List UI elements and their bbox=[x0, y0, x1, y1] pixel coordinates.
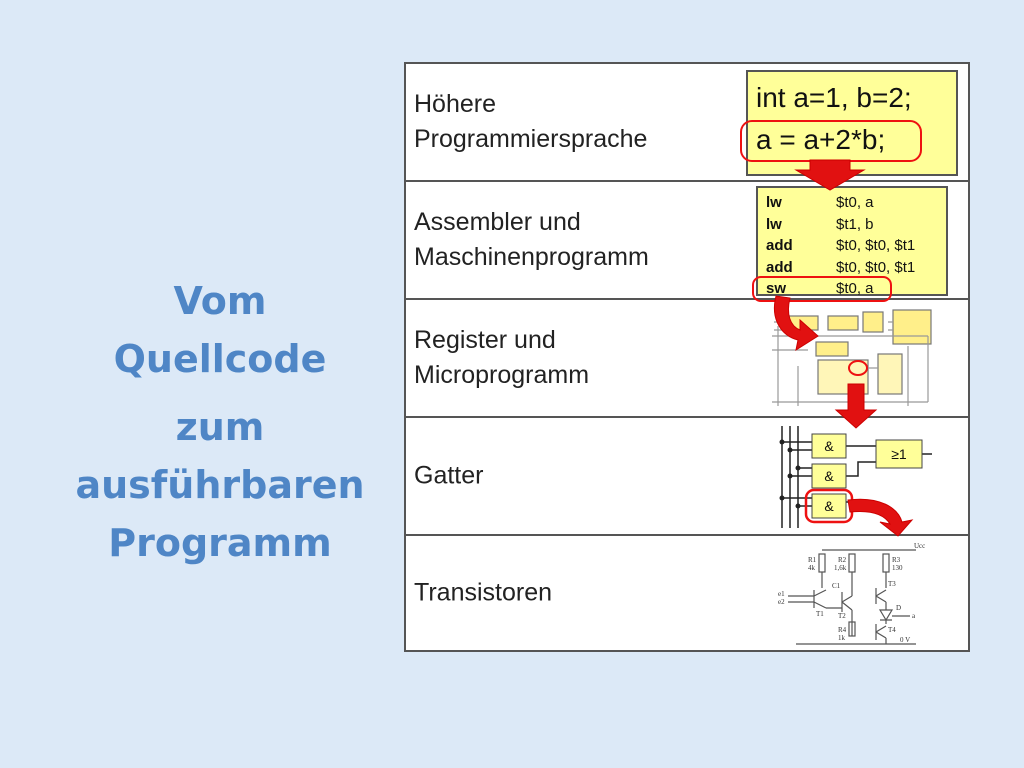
or-gate-label: ≥1 bbox=[891, 446, 907, 462]
label-r1-value: 4k bbox=[808, 564, 816, 572]
side-title-line-3: zum bbox=[175, 405, 265, 449]
arrow-curve-icon bbox=[774, 295, 819, 352]
high-level-code-box: int a=1, b=2; a = a+2*b; bbox=[740, 70, 958, 176]
and-gate-1-label: & bbox=[824, 438, 834, 454]
label-c1: C1 bbox=[832, 582, 841, 590]
asm-row: add$t0, $t0, $t1 bbox=[766, 237, 916, 255]
level-label-assembly: Assembler und Maschinenprogramm bbox=[414, 208, 649, 271]
assembly-code-box: lw$t0, a lw$t1, b add$t0, $t0, $t1 add$t… bbox=[752, 186, 948, 302]
arrow-curve-icon bbox=[847, 498, 914, 537]
side-title-line-2: Quellcode bbox=[113, 337, 327, 381]
label-e1: e1 bbox=[778, 590, 785, 598]
abstraction-levels-panel: Höhere Programmiersprache int a=1, b=2; … bbox=[404, 62, 970, 652]
label-a: a bbox=[912, 612, 916, 620]
arrow-down-icon bbox=[794, 159, 866, 191]
side-title-line-1: Vom bbox=[173, 279, 267, 323]
level-row-high-level: Höhere Programmiersprache int a=1, b=2; … bbox=[406, 64, 968, 182]
level-row-transistors: Transistoren R1 4k R2 bbox=[406, 536, 968, 650]
and-gate-2-label: & bbox=[824, 468, 834, 484]
label-zero-volt: 0 V bbox=[900, 636, 910, 644]
level-row-register: Register und Microprogramm bbox=[406, 300, 968, 418]
and-gate-3: & bbox=[811, 493, 847, 519]
code-line-declaration: int a=1, b=2; bbox=[756, 82, 912, 113]
assembly-listing: lw$t0, a lw$t1, b add$t0, $t0, $t1 add$t… bbox=[766, 192, 915, 300]
side-title: Vom Quellcode zum ausführbaren Programm bbox=[60, 272, 380, 572]
label-r2: R2 bbox=[838, 556, 847, 564]
label-r4: R4 bbox=[838, 626, 847, 634]
level-label-gates: Gatter bbox=[414, 461, 484, 490]
and-gate-1: & bbox=[811, 433, 847, 459]
level-label-register: Register und Microprogramm bbox=[414, 326, 590, 389]
label-t1: T1 bbox=[816, 610, 824, 618]
label-r1: R1 bbox=[808, 556, 817, 564]
asm-row: add$t0, $t0, $t1 bbox=[766, 258, 916, 276]
level-label-high-level: Höhere Programmiersprache bbox=[414, 90, 648, 153]
label-d: D bbox=[896, 604, 901, 612]
arrow-down-icon bbox=[834, 383, 878, 429]
label-e2: e2 bbox=[778, 598, 785, 606]
label-r2-value: 1,6k bbox=[834, 564, 847, 572]
level-row-gates: Gatter & & & bbox=[406, 418, 968, 536]
label-r3: R3 bbox=[892, 556, 901, 564]
label-t3: T3 bbox=[888, 580, 896, 588]
and-gate-2: & bbox=[811, 463, 847, 489]
asm-row: sw$t0, a bbox=[766, 280, 874, 298]
label-r4-value: 1k bbox=[838, 634, 846, 642]
highlight-ring-store bbox=[752, 276, 892, 302]
side-title-line-5: Programm bbox=[108, 521, 332, 565]
label-t4: T4 bbox=[888, 626, 896, 634]
asm-row: lw$t0, a bbox=[766, 194, 874, 212]
datapath-diagram bbox=[772, 309, 932, 406]
level-row-assembly: Assembler und Maschinenprogramm lw$t0, a… bbox=[406, 182, 968, 302]
or-gate: ≥1 bbox=[875, 439, 923, 469]
label-t2: T2 bbox=[838, 612, 846, 620]
logic-gate-diagram: & & & ≥1 bbox=[779, 426, 932, 528]
asm-row: lw$t1, b bbox=[766, 215, 874, 233]
label-r3-value: 130 bbox=[892, 564, 903, 572]
code-line-assignment: a = a+2*b; bbox=[756, 124, 886, 155]
side-title-line-4: ausführbaren bbox=[75, 463, 365, 507]
label-ucc: Ucc bbox=[914, 542, 925, 550]
and-gate-3-label: & bbox=[824, 498, 834, 514]
transistor-circuit: R1 4k R2 1,6k R3 130 Ucc e1 e2 T1 T2 T3 … bbox=[778, 542, 925, 645]
level-label-transistors: Transistoren bbox=[414, 578, 553, 607]
